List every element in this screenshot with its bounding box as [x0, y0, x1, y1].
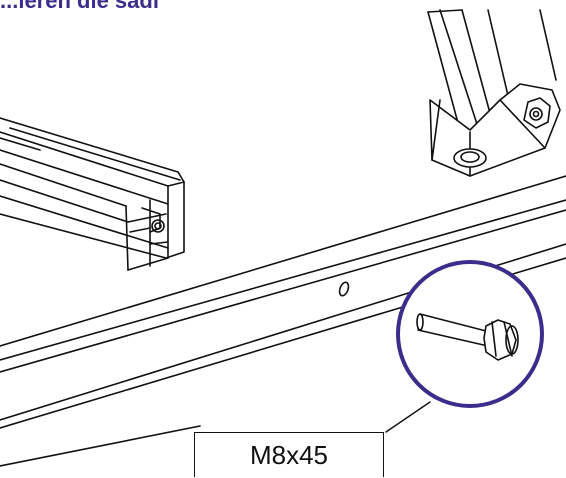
extrusion-profile — [0, 117, 185, 271]
hex-nut-lower — [453, 148, 487, 168]
bolt-icon — [416, 313, 519, 361]
beam-hole — [338, 281, 350, 297]
instruction-heading: ...ieren die sadi — [0, 0, 159, 13]
bolt-callout — [385, 260, 544, 433]
hex-nut-upper — [523, 97, 551, 129]
bolt-size-label: M8x45 — [194, 432, 384, 477]
